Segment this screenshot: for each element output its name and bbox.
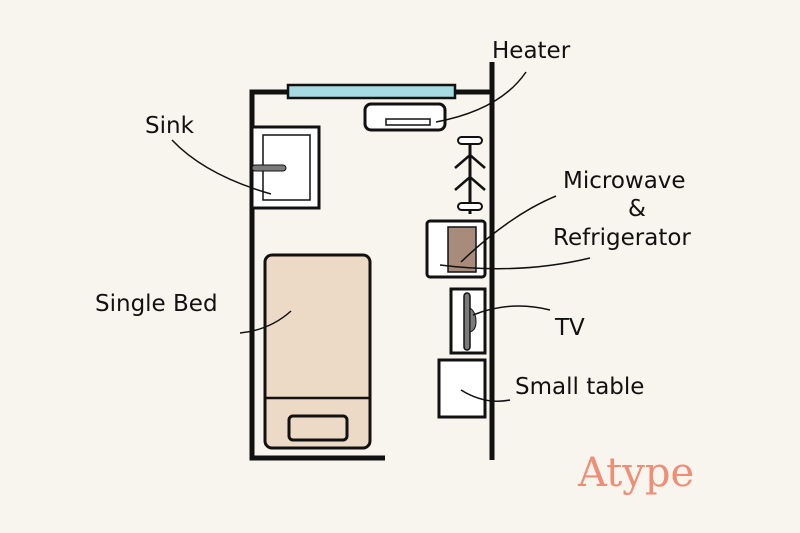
label-small-table: Small table: [515, 374, 644, 400]
sink: [250, 125, 321, 210]
small-table: [437, 358, 487, 419]
leader-lines: [171, 71, 591, 402]
heater: [363, 102, 447, 132]
microwave-refrigerator: [425, 219, 487, 279]
label-refrigerator: Refrigerator: [553, 225, 691, 251]
room-type-title: Atype: [577, 450, 694, 496]
single-bed: [263, 253, 372, 450]
label-microwave: Microwave: [563, 168, 686, 194]
label-single-bed: Single Bed: [95, 291, 218, 317]
label-sink: Sink: [145, 113, 195, 139]
tv: [449, 287, 487, 355]
walls: [249, 62, 495, 461]
label-tv: TV: [554, 315, 585, 341]
window: [286, 83, 457, 100]
clothes-rack: [454, 136, 486, 214]
label-heater: Heater: [492, 38, 571, 64]
label-ampersand: &: [628, 196, 646, 222]
